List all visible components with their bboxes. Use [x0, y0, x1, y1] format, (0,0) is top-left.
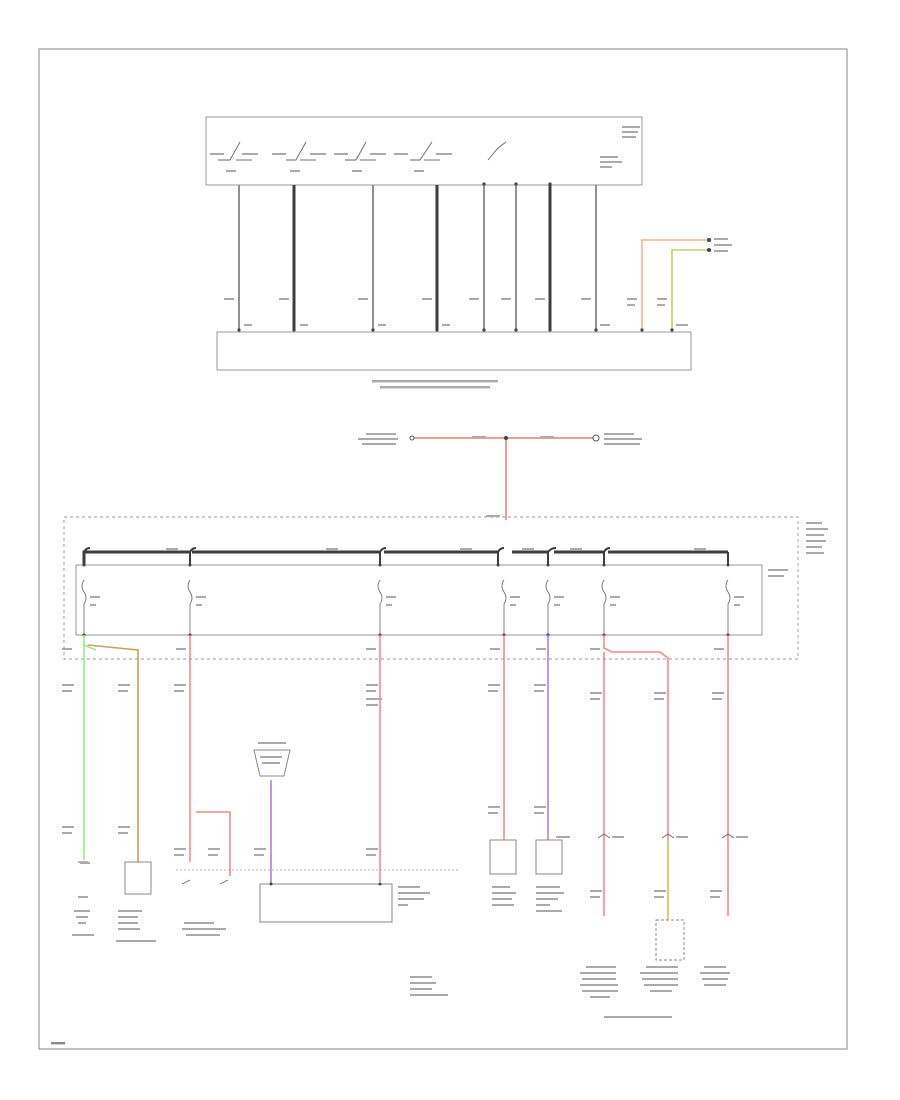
power-feed — [358, 433, 642, 520]
switch-block — [205, 116, 643, 186]
ground-icon — [80, 862, 90, 864]
switch-icon — [218, 141, 507, 161]
splice-icon — [253, 742, 291, 777]
component-relay-a — [489, 839, 517, 875]
control-module — [216, 331, 692, 389]
component-module — [259, 882, 393, 923]
lower-wires — [83, 635, 729, 920]
top-wires — [238, 185, 708, 330]
fuse-icon — [81, 579, 731, 635]
connector-pin-icon — [78, 833, 735, 885]
connector-pin-icon — [504, 436, 508, 440]
diagram-frame — [38, 48, 848, 1050]
component-relay-b — [535, 839, 563, 875]
fuse-box-outline — [63, 516, 799, 660]
connector-pin-icon — [237, 182, 711, 332]
fuse-box — [63, 515, 828, 660]
fuse-panel — [75, 564, 763, 636]
component-sensor — [124, 861, 152, 895]
control-module-box — [216, 331, 692, 371]
switch-block-box — [205, 116, 643, 186]
component-heater — [655, 919, 685, 961]
